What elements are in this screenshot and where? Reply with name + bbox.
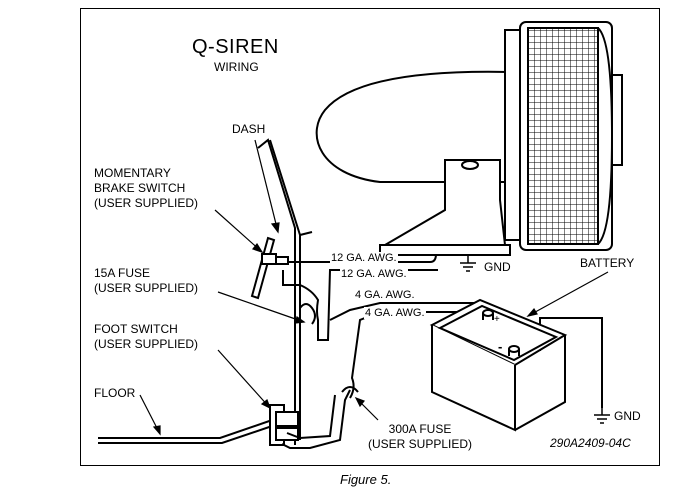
brake-switch-label: MOMENTARY BRAKE SWITCH (USER SUPPLIED) <box>94 166 199 210</box>
figure-frame <box>80 8 660 466</box>
battery-minus-label: - <box>498 339 503 354</box>
fuse15-label: 15A FUSE (USER SUPPLIED) <box>94 266 199 295</box>
wire-label-4ga-2: 4 GA. AWG. <box>364 307 426 319</box>
foot-switch-label: FOOT SWITCH (USER SUPPLIED) <box>94 322 199 351</box>
battery-label: BATTERY <box>580 256 635 270</box>
wire-label-4ga-1: 4 GA. AWG. <box>354 289 416 301</box>
part-number: 290A2409-04C <box>550 436 631 450</box>
leader-lines <box>139 139 609 436</box>
gnd-top-label: GND <box>484 260 511 274</box>
figure-caption: Figure 5. <box>340 472 392 487</box>
diagram-title: Q-SIREN <box>192 36 279 58</box>
dash-label: DASH <box>232 122 266 136</box>
floor-line <box>98 417 279 444</box>
brake-switch-icon <box>250 236 289 300</box>
ground-icon <box>460 255 610 424</box>
battery-plus-label: + <box>494 314 500 325</box>
wire-label-12ga-1: 12 GA. AWG. <box>330 252 398 264</box>
floor-label: FLOOR <box>94 386 136 400</box>
wire-label-12ga-2: 12 GA. AWG. <box>340 268 408 280</box>
dash-panel <box>257 138 313 445</box>
fuse300-label: 300A FUSE (USER SUPPLIED) <box>368 422 473 451</box>
battery-icon <box>429 298 568 432</box>
gnd-right-label: GND <box>614 409 641 423</box>
siren-icon <box>315 21 623 256</box>
foot-switch-icon <box>269 404 299 446</box>
diagram-subtitle: WIRING <box>214 60 259 74</box>
